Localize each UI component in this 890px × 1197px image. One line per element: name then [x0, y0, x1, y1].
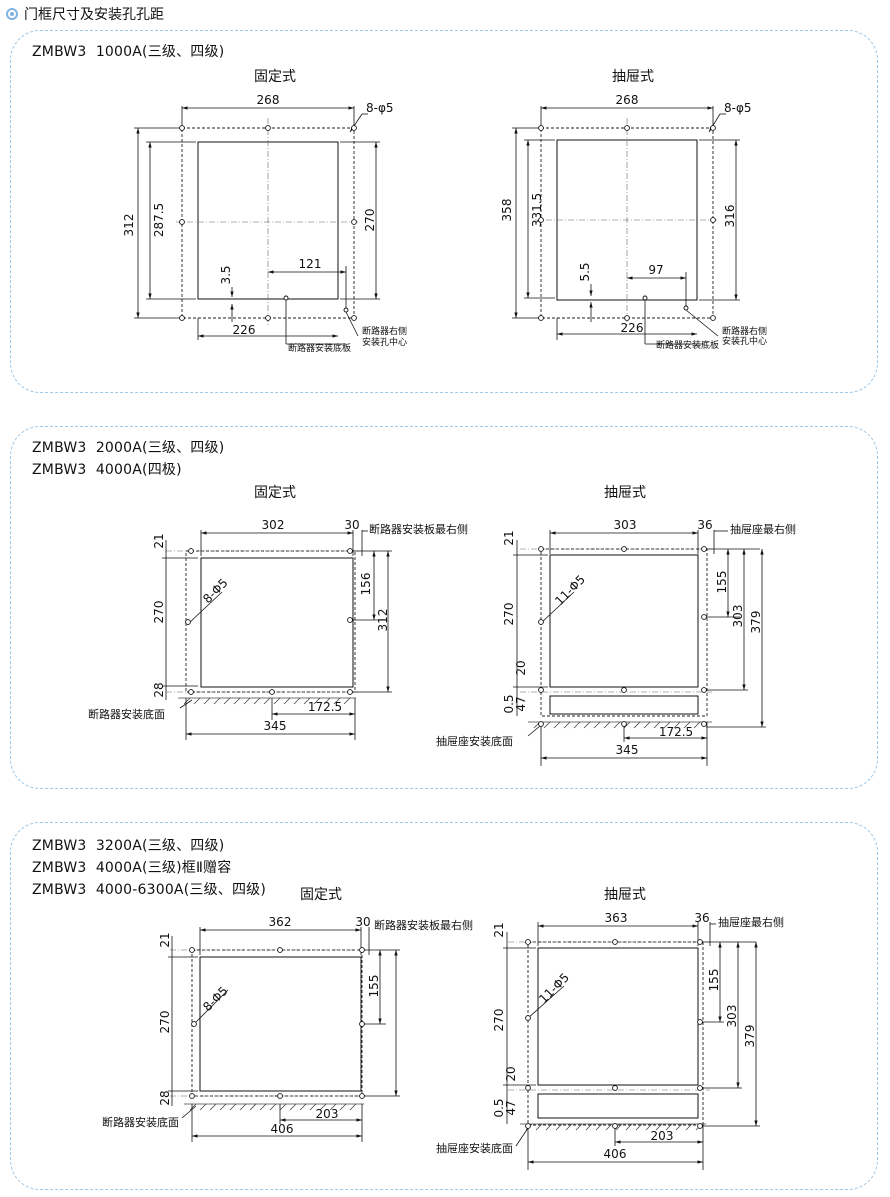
- dim-right-gap-drawout-2: 36: [697, 518, 712, 532]
- dim-hole-span-drawout-1: 97: [648, 263, 663, 277]
- label-base-drawout-2: 抽屉座安装底面: [436, 734, 513, 748]
- dim-width-fixed-3: 362: [269, 915, 292, 929]
- model-label-3200a: ZMBW3 3200A(三级、四级): [32, 838, 225, 854]
- dim-offset47-drawout-2: 47: [514, 696, 528, 711]
- dim-height-fixed-2: 270: [152, 601, 166, 624]
- dim-hole-span-fixed-1: 121: [299, 257, 322, 271]
- dim-right-gap-fixed-3: 30: [355, 915, 370, 929]
- title-drawout-2: 抽屉式: [604, 485, 646, 501]
- dim-width-drawout-3: 363: [605, 911, 628, 925]
- drawing-drawout-3200a: 363 36 抽屉座最右侧 21 270 20 0.5 47 11-Φ5 155…: [436, 911, 784, 1170]
- section-header: 门框尺寸及安装孔孔距: [6, 4, 164, 24]
- dim-holes-fixed-2: 8-Φ5: [200, 576, 230, 606]
- title-drawout-1: 抽屉式: [612, 69, 654, 85]
- label-base-plate-fixed-1: 断路器安装底板: [288, 342, 351, 354]
- dim-holes-fixed-3: 8-Φ5: [200, 984, 230, 1014]
- label-right-hole-drawout-1b: 安装孔中心: [722, 335, 767, 347]
- dim-gap20-drawout-3: 20: [504, 1066, 518, 1081]
- dim-half-span-fixed-3: 203: [316, 1107, 339, 1121]
- dim-bottom-drawout-1: 226: [621, 321, 644, 335]
- drawing-fixed-3200a: 362 30 断路器安装板最右侧 21 270 28 8-Φ5 155 203: [102, 915, 473, 1142]
- dim-offset-drawout-1: 5.5: [578, 262, 592, 281]
- label-base-fixed-2: 断路器安装底面: [88, 707, 165, 721]
- model-label-2000a: ZMBW3 2000A(三级、四级): [32, 440, 225, 456]
- dim-height-drawout-2: 270: [502, 603, 516, 626]
- dim-height-outer-drawout-1: 358: [500, 199, 514, 222]
- dim-right-upper-fixed-2: 156: [359, 573, 373, 596]
- title-fixed-2: 固定式: [254, 485, 296, 501]
- dim-right-gap-drawout-3: 36: [694, 911, 709, 925]
- dim-half-span-drawout-2: 172.5: [659, 725, 693, 739]
- dim-right-total-drawout-2: 379: [749, 611, 763, 634]
- dim-right-upper-drawout-2: 155: [715, 571, 729, 594]
- label-base-drawout-3: 抽屉座安装底面: [436, 1141, 513, 1155]
- label-right-hole-fixed-1a: 断路器右侧: [362, 325, 407, 337]
- dim-offset47-drawout-3: 47: [504, 1100, 518, 1115]
- model-label-1000a: ZMBW3 1000A(三级、四级): [32, 44, 225, 60]
- drawing-fixed-1000a: 268 8-φ5 312 287.5 270 3.5 121 226 断路器安装…: [122, 93, 407, 354]
- label-right-side-drawout-3: 抽屉座最右侧: [718, 915, 784, 929]
- dim-offset-fixed-1: 3.5: [219, 265, 233, 284]
- dim-width-fixed-1: 268: [257, 93, 280, 107]
- circle-bullet-icon: [6, 8, 18, 20]
- dim-right-gap-fixed-2: 30: [344, 518, 359, 532]
- drawing-drawout-1000a: 268 8-φ5 358 331.5 316 5.5 97 226 断路器安装底…: [500, 93, 767, 351]
- dim-top-fixed-2: 21: [152, 533, 166, 548]
- section-title: 门框尺寸及安装孔孔距: [24, 7, 164, 23]
- dim-bottom-gap-fixed-2: 28: [152, 682, 166, 697]
- dim-width-drawout-1: 268: [616, 93, 639, 107]
- label-right-side-fixed-3: 断路器安装板最右侧: [374, 918, 473, 932]
- drawing-drawout-2000a: 303 36 抽屉座最右侧 21 270 20 0.5 47 11-Φ5 155…: [436, 518, 796, 766]
- panel-3200a-6300a: [10, 822, 878, 1190]
- dim-holes-drawout-3: 11-Φ5: [536, 970, 572, 1006]
- label-right-hole-fixed-1b: 安装孔中心: [362, 336, 407, 348]
- drawing-fixed-2000a: 302 30 断路器安装板最右侧 21 270 28 8-Φ5 156 312: [88, 518, 468, 740]
- dim-holes-fixed-1: 8-φ5: [366, 101, 394, 115]
- dim-width-fixed-2: 302: [262, 518, 285, 532]
- dim-right-mid-drawout-3: 303: [725, 1005, 739, 1028]
- dim-height-drawout-3: 270: [492, 1009, 506, 1032]
- dim-top-fixed-3: 21: [158, 932, 172, 947]
- dim-total-span-drawout-2: 345: [616, 743, 639, 757]
- dim-right-mid-drawout-2: 303: [731, 605, 745, 628]
- dim-height-right-fixed-1: 270: [363, 209, 377, 232]
- dim-total-span-fixed-3: 406: [271, 1122, 294, 1136]
- model-label-4000-6300a: ZMBW3 4000-6300A(三级、四级): [32, 882, 267, 898]
- dim-total-span-fixed-2: 345: [264, 719, 287, 733]
- label-base-plate-drawout-1: 断路器安装底板: [656, 339, 719, 351]
- dim-bottom-fixed-1: 226: [233, 323, 256, 337]
- dim-half-span-fixed-2: 172.5: [308, 700, 342, 714]
- dim-height-inner-fixed-1: 287.5: [152, 203, 166, 237]
- dim-gap20-drawout-2: 20: [514, 660, 528, 675]
- label-right-side-drawout-2: 抽屉座最右侧: [730, 522, 796, 536]
- dim-height-right-drawout-1: 316: [723, 205, 737, 228]
- dim-holes-drawout-1: 8-φ5: [724, 101, 752, 115]
- dim-total-span-drawout-3: 406: [604, 1147, 627, 1161]
- label-right-hole-drawout-1a: 断路器右侧: [722, 325, 767, 337]
- dim-holes-drawout-2: 11-Φ5: [552, 572, 588, 608]
- dim-right-upper-drawout-3: 155: [707, 969, 721, 992]
- dim-bottom-gap-fixed-3: 28: [158, 1090, 172, 1105]
- title-fixed-1: 固定式: [254, 69, 296, 85]
- dim-top-drawout-2: 21: [502, 530, 516, 545]
- dim-right-total-fixed-2: 312: [376, 609, 390, 632]
- dim-height-fixed-3: 270: [158, 1011, 172, 1034]
- dim-right-upper-fixed-3: 155: [367, 975, 381, 998]
- dim-top-drawout-3: 21: [492, 922, 506, 937]
- dim-offset05-drawout-2: 0.5: [502, 694, 516, 713]
- model-label-4000a: ZMBW3 4000A(四极): [32, 462, 182, 478]
- label-right-side-fixed-2: 断路器安装板最右侧: [369, 522, 468, 536]
- panel-2000a-4000a: [10, 426, 878, 789]
- dim-offset05-drawout-3: 0.5: [492, 1098, 506, 1117]
- title-fixed-3: 固定式: [300, 887, 342, 903]
- model-label-4000a-frame2: ZMBW3 4000A(三级)框Ⅱ赠容: [32, 860, 232, 876]
- label-base-fixed-3: 断路器安装底面: [102, 1115, 179, 1129]
- panel-1000a: [10, 30, 878, 393]
- title-drawout-3: 抽屉式: [604, 887, 646, 903]
- dim-right-total-drawout-3: 379: [743, 1025, 757, 1048]
- dim-half-span-drawout-3: 203: [651, 1129, 674, 1143]
- dim-height-outer-fixed-1: 312: [122, 214, 136, 237]
- dim-width-drawout-2: 303: [614, 518, 637, 532]
